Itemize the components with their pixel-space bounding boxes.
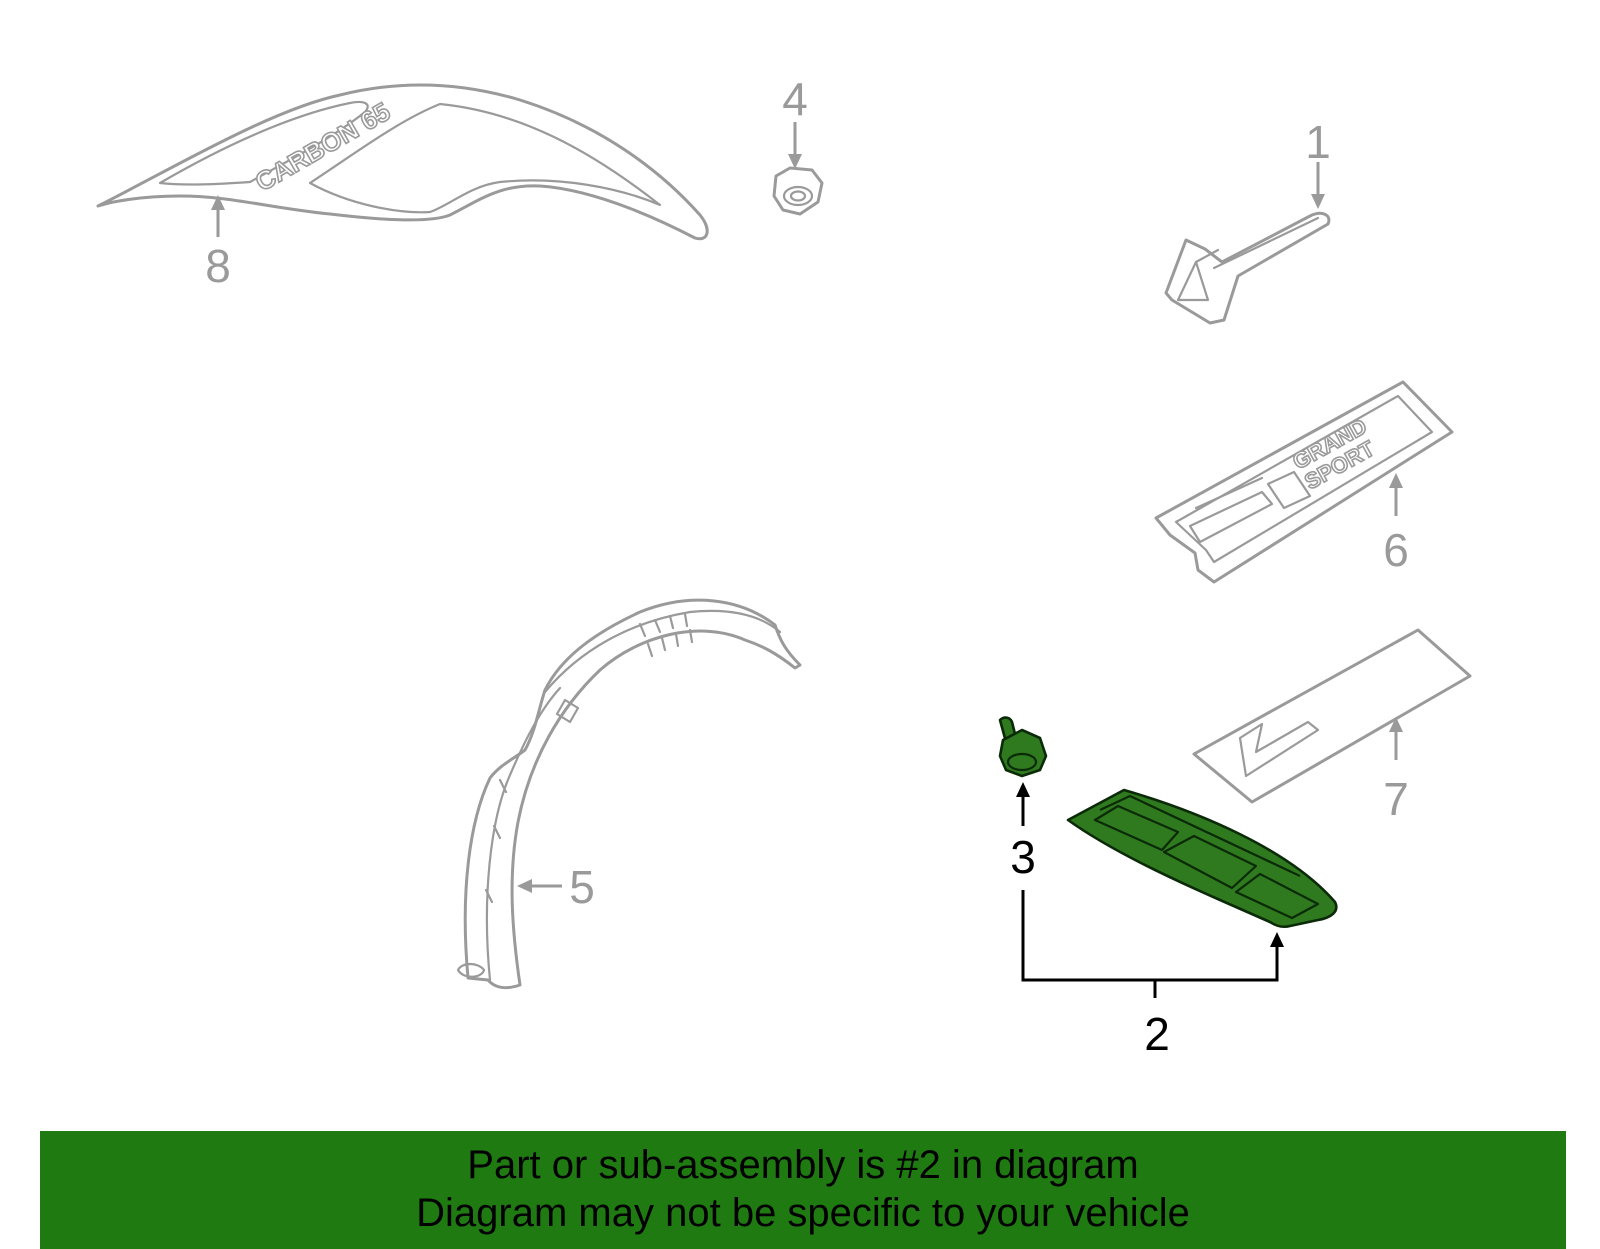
bracket-2 [1021,890,1279,982]
arrow-2-icon [1270,932,1284,947]
banner-line-2: Diagram may not be specific to your vehi… [416,1191,1190,1235]
callout-3: 3 [1010,831,1036,883]
parts-diagram: CARBON 65 GRAND SPORT [96,73,1472,1060]
part-3-bolt[interactable] [998,716,1048,778]
callout-7: 7 [1383,773,1409,825]
part-8-fender-emblem[interactable]: CARBON 65 [96,83,709,241]
arrow-6-icon [1389,473,1403,488]
callout-1: 1 [1305,116,1331,168]
part-7-v-badge[interactable] [1192,628,1472,804]
part-2-sill-plate[interactable] [1066,788,1338,929]
part-5-wheelhouse-liner[interactable] [456,598,802,990]
callout-2: 2 [1144,1008,1170,1060]
arrow-7-icon [1389,717,1403,732]
callout-8: 8 [205,240,231,292]
part-1-flag-emblem[interactable] [1164,211,1331,325]
info-banner: Part or sub-assembly is #2 in diagram Di… [40,1131,1566,1249]
callout-6: 6 [1383,524,1409,576]
arrow-1-icon [1311,194,1325,209]
banner-line-1: Part or sub-assembly is #2 in diagram [467,1143,1139,1187]
arrow-5-icon [517,879,532,893]
arrow-8-icon [211,195,225,210]
arrow-3-icon [1016,782,1030,797]
arrow-4-icon [788,154,802,169]
callout-5: 5 [569,861,595,913]
part-4-nut[interactable] [772,166,824,216]
callout-4: 4 [782,73,808,125]
